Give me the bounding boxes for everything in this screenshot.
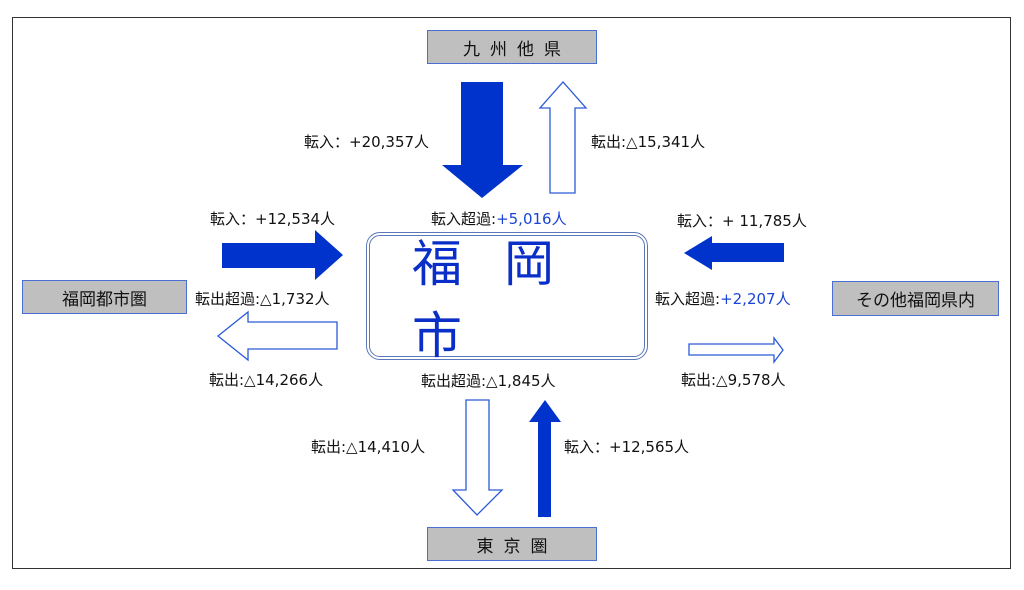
arrow-other-out	[688, 336, 784, 364]
metro-out-label: 転出:△14,266人	[209, 371, 324, 389]
other-in-label: 転入：+ 11,785人	[677, 212, 807, 230]
arrow-kyushu-out	[538, 81, 588, 194]
tokyo-in-label: 転入：+12,565人	[564, 438, 690, 456]
other-net-value: +2,207人	[720, 290, 791, 308]
arrow-metro-in	[222, 230, 343, 280]
kyushu-net-prefix: 転入超過:	[431, 210, 497, 228]
metro-in-label: 転入：+12,534人	[210, 210, 336, 228]
tokyo-out-label: 転出:△14,410人	[311, 438, 426, 456]
other-net-label: 転入超過:+2,207人	[655, 288, 791, 309]
arrow-metro-out	[216, 310, 338, 362]
region-other-pref: その他福岡県内	[832, 281, 999, 316]
region-kyushu: 九州他県	[427, 30, 597, 64]
tokyo-net-label: 転出超過:△1,845人	[421, 372, 556, 390]
other-net-prefix: 転入超過:	[655, 290, 721, 308]
kyushu-in-label: 転入：+20,357人	[304, 133, 430, 151]
kyushu-out-label: 転出:△15,341人	[591, 133, 706, 151]
arrow-other-in	[684, 236, 784, 270]
kyushu-net-label: 転入超過:+5,016人	[431, 208, 567, 229]
other-out-label: 転出:△9,578人	[681, 371, 786, 389]
arrow-tokyo-out	[451, 399, 504, 516]
kyushu-net-value: +5,016人	[496, 210, 567, 228]
diagram-frame	[12, 17, 1011, 569]
region-tokyo: 東京圏	[427, 527, 597, 561]
region-fukuoka-metro: 福岡都市圏	[22, 280, 187, 314]
center-fukuoka-city: 福岡市	[366, 232, 648, 365]
arrow-kyushu-in	[442, 82, 523, 198]
metro-net-label: 転出超過:△1,732人	[195, 290, 330, 308]
arrow-tokyo-in	[529, 400, 561, 517]
